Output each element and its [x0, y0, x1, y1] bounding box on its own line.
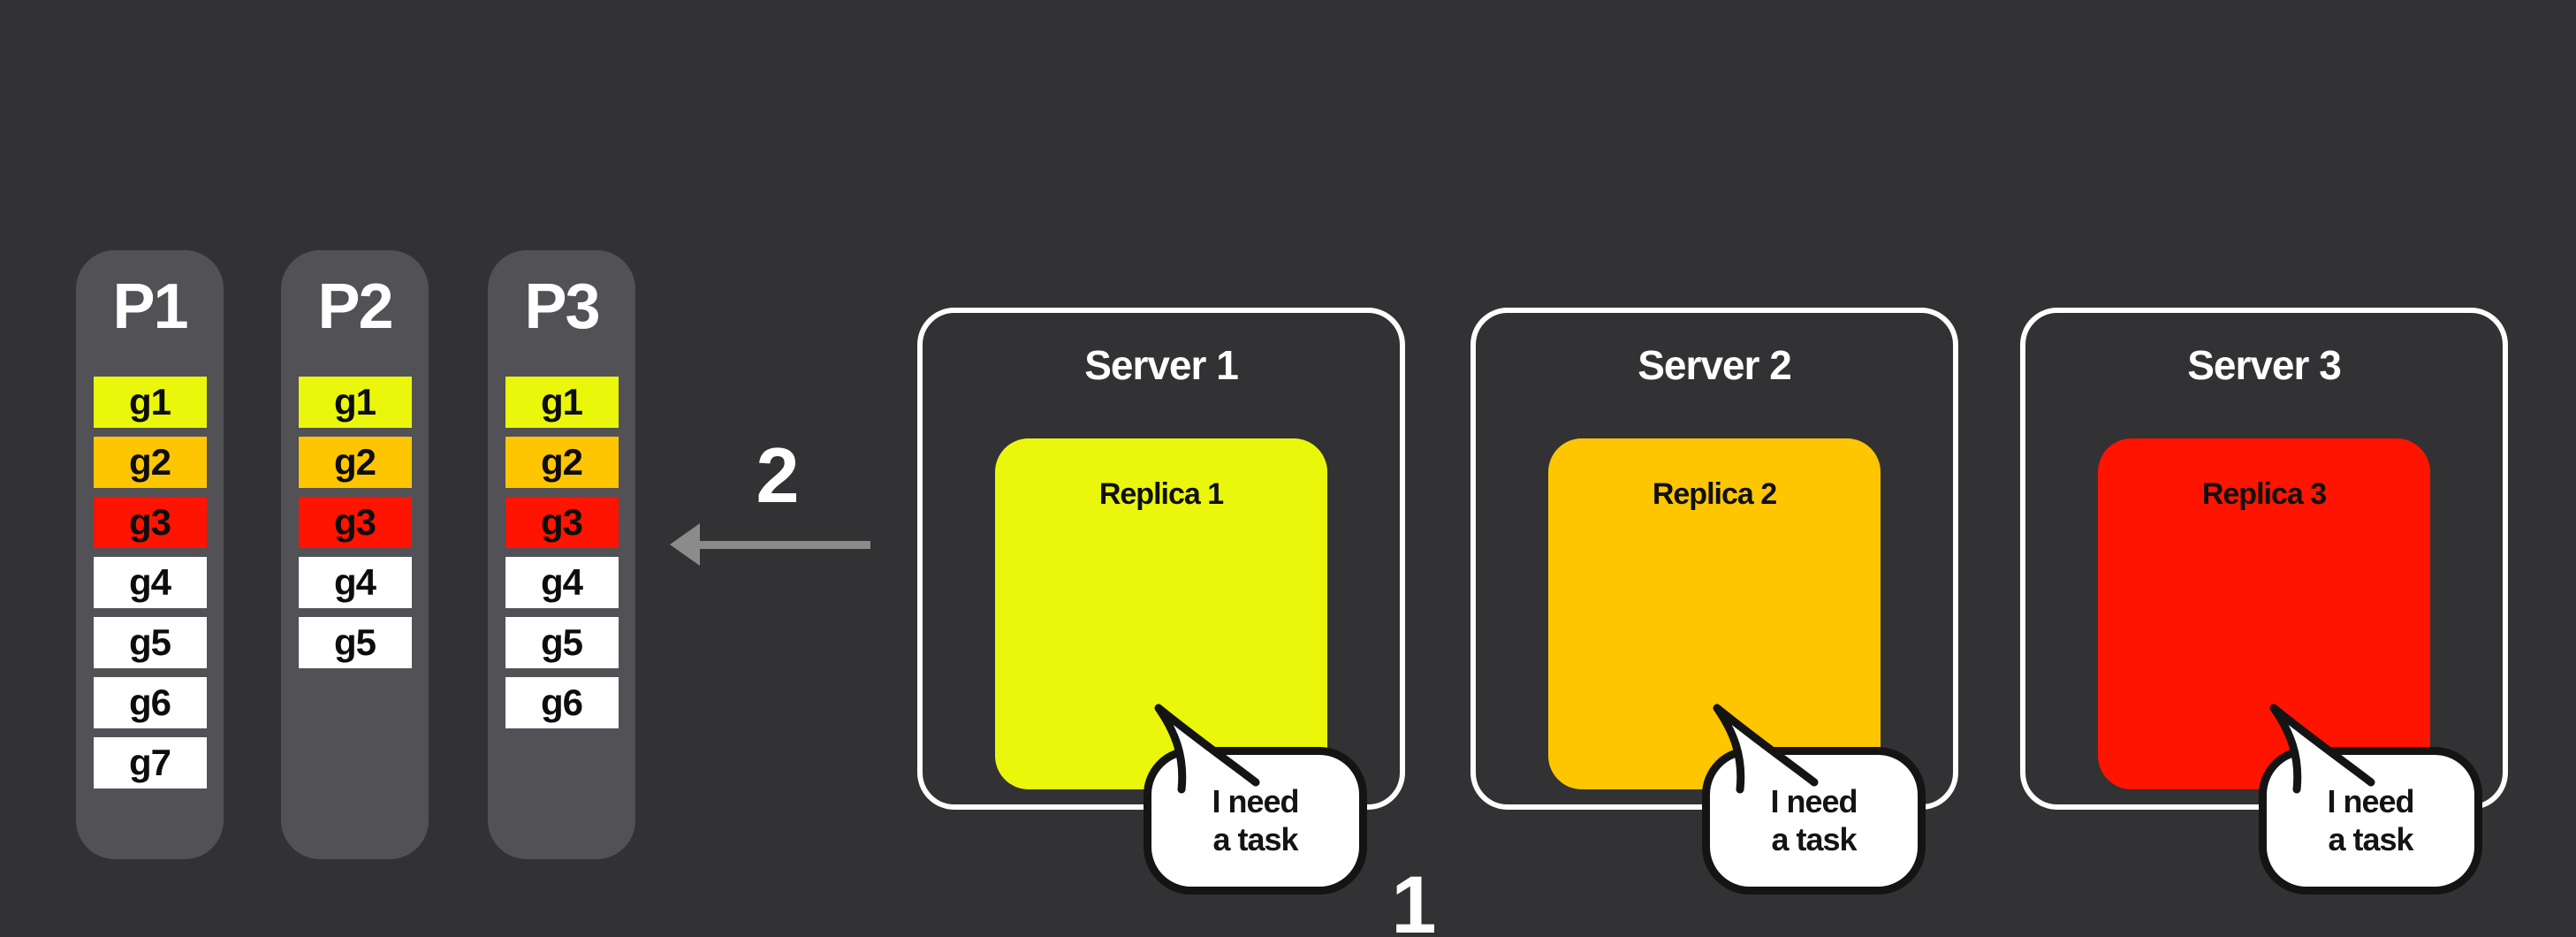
task-cell: g2 — [298, 437, 412, 488]
partition-column-p3: P3 g1 g2 g3 g4 g5 g6 — [488, 250, 635, 859]
task-cell: g1 — [298, 377, 412, 428]
task-cell: g1 — [505, 377, 619, 428]
bubble-line: I need — [2327, 783, 2414, 820]
step-1-label: 1 — [1391, 860, 1437, 937]
task-cell: g1 — [93, 377, 207, 428]
arrow-line — [693, 541, 870, 549]
bubble-line: I need — [1212, 783, 1299, 820]
server-3-box: Server 3 Replica 3 — [2020, 308, 2508, 810]
replica-label: Replica 2 — [1652, 477, 1777, 511]
task-cell: g6 — [505, 677, 619, 728]
task-list: g1 g2 g3 g4 g5 g6 — [488, 377, 635, 728]
replica-box: Replica 2 — [1548, 438, 1881, 789]
speech-bubble-tail-icon — [2269, 704, 2375, 794]
partition-column-p2: P2 g1 g2 g3 g4 g5 — [281, 250, 429, 859]
speech-bubble-1: I need a task — [1144, 704, 1367, 895]
task-cell: g5 — [298, 617, 412, 668]
task-cell: g3 — [298, 497, 412, 548]
speech-bubble-tail-icon — [1154, 704, 1260, 794]
server-title: Server 3 — [2187, 342, 2342, 388]
bubble-text: I need a task — [1151, 755, 1359, 887]
task-cell: g2 — [505, 437, 619, 488]
bubble-line: a task — [1212, 820, 1298, 857]
bubble-line: a task — [2328, 820, 2413, 857]
server-2-box: Server 2 Replica 2 — [1470, 308, 1958, 810]
partition-column-p1: P1 g1 g2 g3 g4 g5 g6 g7 — [76, 250, 224, 859]
server-title: Server 1 — [1084, 342, 1239, 388]
step-2-label: 2 — [756, 431, 800, 519]
bubble-text: I need a task — [2267, 755, 2474, 887]
speech-bubble-3: I need a task — [2259, 704, 2482, 895]
speech-bubble-2: I need a task — [1702, 704, 1926, 895]
replica-label: Replica 1 — [1098, 477, 1224, 511]
task-cell: g4 — [93, 557, 207, 608]
task-cell: g5 — [505, 617, 619, 668]
partition-title: P3 — [524, 271, 600, 342]
replica-box: Replica 1 — [995, 438, 1327, 789]
task-cell: g3 — [505, 497, 619, 548]
task-cell: g3 — [93, 497, 207, 548]
bubble-line: a task — [1771, 820, 1857, 857]
speech-bubble-tail-icon — [1713, 704, 1819, 794]
task-list: g1 g2 g3 g4 g5 g6 g7 — [76, 377, 224, 788]
partition-title: P1 — [112, 271, 188, 342]
task-cell: g6 — [93, 677, 207, 728]
task-cell: g5 — [93, 617, 207, 668]
task-list: g1 g2 g3 g4 g5 — [281, 377, 429, 668]
server-1-box: Server 1 Replica 1 — [917, 308, 1405, 810]
replica-box: Replica 3 — [2098, 438, 2430, 789]
task-cell: g7 — [93, 737, 207, 788]
task-cell: g4 — [505, 557, 619, 608]
task-cell: g2 — [93, 437, 207, 488]
replica-label: Replica 3 — [2201, 477, 2327, 511]
partition-title: P2 — [317, 271, 393, 342]
bubble-line: I need — [1770, 783, 1858, 820]
task-cell: g4 — [298, 557, 412, 608]
bubble-text: I need a task — [1710, 755, 1918, 887]
server-title: Server 2 — [1638, 342, 1792, 388]
